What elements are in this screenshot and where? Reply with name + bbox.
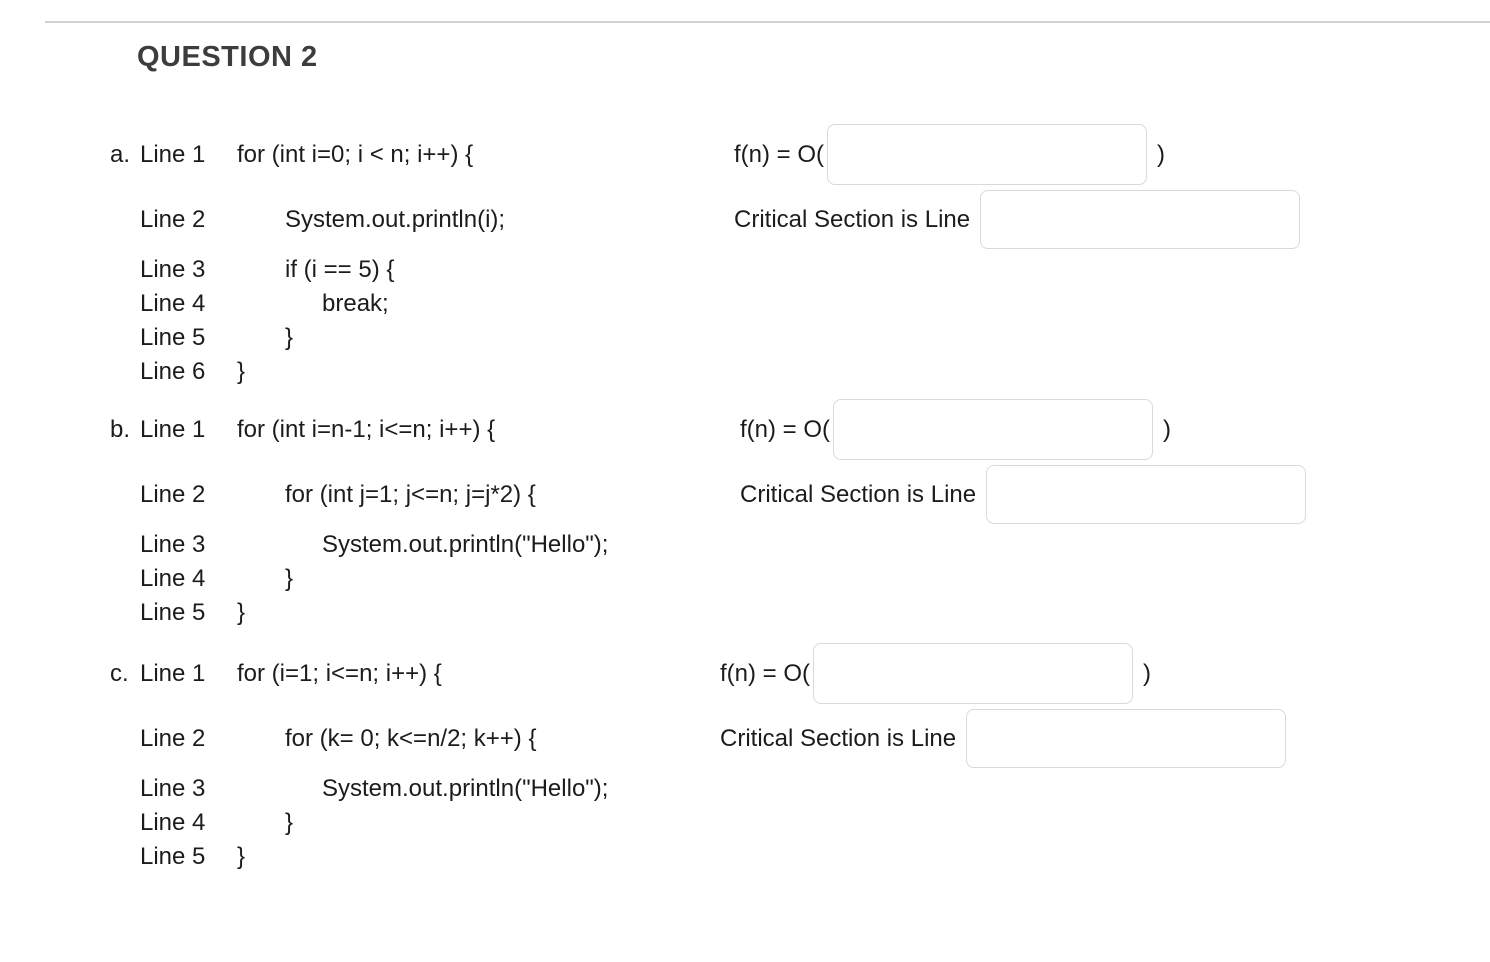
answers-c: f(n) = O( ) Critical Section is Line [720,643,1490,768]
fn-suffix-label: ) [1143,659,1152,687]
code-block-c: c. Line 1 for (i=1; i<=n; i++) { Line 2 … [0,643,720,874]
code-text: System.out.println("Hello"); [322,531,609,558]
code-line: Line 4 } [0,562,720,596]
code-text: for (int i=n-1; i<=n; i++) { [237,415,496,443]
big-o-answer-row: f(n) = O( ) [740,399,1490,460]
code-line: Line 4 } [0,806,720,840]
line-number-label: Line 4 [140,809,206,836]
code-text: } [237,599,246,626]
code-line: Line 4 break; [0,287,720,321]
line-number-label: Line 1 [140,415,206,443]
code-line: Line 2 for (int j=1; j<=n; j=j*2) { [0,465,720,524]
question-part-b: b. Line 1 for (int i=n-1; i<=n; i++) { L… [0,399,1490,630]
code-text: break; [322,290,389,317]
big-o-input-b[interactable] [833,399,1154,460]
code-text: } [285,809,294,836]
code-text: } [237,358,246,385]
line-number-label: Line 4 [140,290,206,317]
code-text: if (i == 5) { [285,256,395,283]
line-number-label: Line 1 [140,140,206,168]
big-o-input-a[interactable] [827,124,1148,185]
code-line: Line 2 System.out.println(i); [0,190,720,249]
code-line: b. Line 1 for (int i=n-1; i<=n; i++) { [0,399,720,460]
critical-section-input-a[interactable] [980,190,1301,249]
critical-section-label: Critical Section is Line [720,724,957,752]
answers-b: f(n) = O( ) Critical Section is Line [720,399,1490,524]
line-number-label: Line 2 [140,205,206,233]
question-part-a: a. Line 1 for (int i=0; i < n; i++) { Li… [0,124,1490,389]
code-text: for (i=1; i<=n; i++) { [237,659,442,687]
code-text: } [285,324,294,351]
line-number-label: Line 1 [140,659,206,687]
critical-section-input-b[interactable] [986,465,1307,524]
code-text: } [285,565,294,592]
code-block-a: a. Line 1 for (int i=0; i < n; i++) { Li… [0,124,720,389]
code-block-b: b. Line 1 for (int i=n-1; i<=n; i++) { L… [0,399,720,630]
critical-section-answer-row: Critical Section is Line [720,709,1490,768]
question-title: QUESTION 2 [137,41,318,73]
critical-section-label: Critical Section is Line [740,480,977,508]
line-number-label: Line 4 [140,565,206,592]
part-letter: b. [110,415,131,443]
line-number-label: Line 2 [140,480,206,508]
part-letter: a. [110,140,131,168]
code-line: c. Line 1 for (i=1; i<=n; i++) { [0,643,720,704]
big-o-input-c[interactable] [813,643,1134,704]
line-number-label: Line 2 [140,724,206,752]
code-text: for (int j=1; j<=n; j=j*2) { [285,480,536,508]
fn-prefix-label: f(n) = O( [740,415,831,443]
line-number-label: Line 6 [140,358,206,385]
code-text: System.out.println(i); [285,205,506,233]
top-divider [45,21,1490,23]
line-number-label: Line 3 [140,256,206,283]
fn-suffix-label: ) [1163,415,1172,443]
code-line: Line 5 } [0,840,720,874]
critical-section-answer-row: Critical Section is Line [740,465,1490,524]
fn-prefix-label: f(n) = O( [734,140,825,168]
code-line: Line 5 } [0,321,720,355]
code-text: for (k= 0; k<=n/2; k++) { [285,724,537,752]
critical-section-input-c[interactable] [966,709,1287,768]
code-line: Line 2 for (k= 0; k<=n/2; k++) { [0,709,720,768]
line-number-label: Line 5 [140,843,206,870]
part-letter: c. [110,659,129,687]
code-line: a. Line 1 for (int i=0; i < n; i++) { [0,124,720,185]
line-number-label: Line 3 [140,775,206,802]
fn-prefix-label: f(n) = O( [720,659,811,687]
line-number-label: Line 3 [140,531,206,558]
line-number-label: Line 5 [140,599,206,626]
code-line: Line 3 if (i == 5) { [0,253,720,287]
code-line: Line 5 } [0,596,720,630]
critical-section-answer-row: Critical Section is Line [734,190,1490,249]
code-text: System.out.println("Hello"); [322,775,609,802]
code-line: Line 6 } [0,355,720,389]
fn-suffix-label: ) [1157,140,1166,168]
critical-section-label: Critical Section is Line [734,205,971,233]
line-number-label: Line 5 [140,324,206,351]
big-o-answer-row: f(n) = O( ) [734,124,1490,185]
big-o-answer-row: f(n) = O( ) [720,643,1490,704]
code-text: for (int i=0; i < n; i++) { [237,140,474,168]
code-line: Line 3 System.out.println("Hello"); [0,772,720,806]
answers-a: f(n) = O( ) Critical Section is Line [720,124,1490,249]
code-text: } [237,843,246,870]
code-line: Line 3 System.out.println("Hello"); [0,528,720,562]
question-part-c: c. Line 1 for (i=1; i<=n; i++) { Line 2 … [0,643,1490,874]
